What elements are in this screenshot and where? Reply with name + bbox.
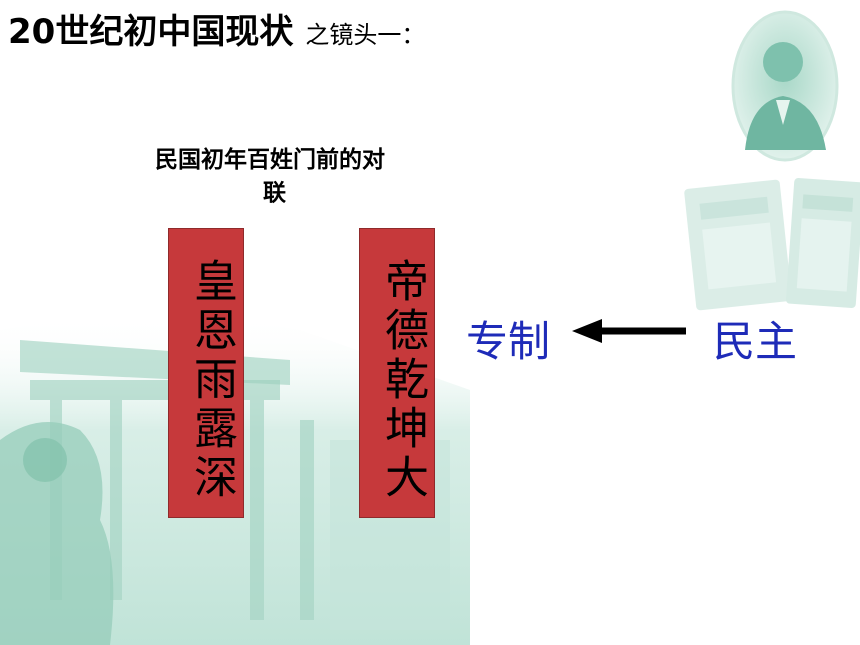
magazine-covers — [684, 177, 860, 311]
title-subtitle: 之镜头一： — [305, 21, 426, 49]
couplet-right-scroll: 帝德乾坤大 — [359, 228, 435, 518]
caption-line-2: 联 — [263, 180, 286, 206]
word-democracy: 民主 — [713, 317, 798, 366]
caption-line-1: 民国初年百姓门前的对 — [155, 147, 385, 173]
left-arrow-icon — [572, 319, 686, 343]
couplet-left-scroll: 皇恩雨露深 — [168, 228, 244, 518]
title-main: 20世纪初中国现状 — [8, 12, 294, 52]
slide-title: 20世纪初中国现状之镜头一： — [8, 4, 425, 53]
word-autocracy: 专制 — [466, 317, 551, 366]
portrait-medallion — [731, 10, 839, 162]
couplet-caption: 民国初年百姓门前的对 联 — [155, 144, 475, 210]
